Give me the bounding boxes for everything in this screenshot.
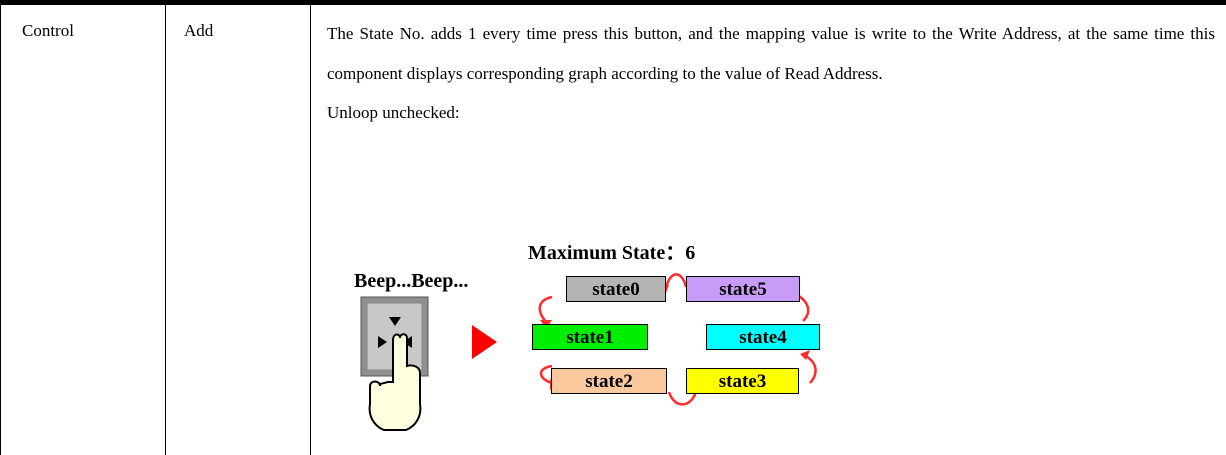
state-box-0: state0: [566, 276, 666, 302]
state-box-2: state2: [551, 368, 667, 394]
category-cell: Control: [22, 21, 74, 40]
description-cell: The State No. adds 1 every time press th…: [327, 14, 1215, 123]
state-diagram: Beep...Beep... Maximum State：6: [340, 236, 840, 446]
state-box-4: state4: [706, 324, 820, 350]
state-box-5: state5: [686, 276, 800, 302]
description-text: The State No. adds 1 every time press th…: [327, 24, 1215, 83]
column-divider-2: [310, 5, 311, 455]
hand-icon: [368, 333, 422, 431]
right-arrow-icon: [472, 325, 497, 359]
maximum-state-label: Maximum State：6: [528, 242, 696, 264]
column-divider-1: [165, 5, 166, 455]
note-text: Unloop unchecked:: [327, 103, 460, 122]
diagram-caption: Beep...Beep...: [354, 270, 469, 292]
table-top-border: [0, 0, 1226, 5]
state-box-3: state3: [686, 368, 799, 394]
name-cell: Add: [184, 21, 214, 40]
state-box-1: state1: [532, 324, 648, 350]
table-left-border: [0, 5, 1, 455]
